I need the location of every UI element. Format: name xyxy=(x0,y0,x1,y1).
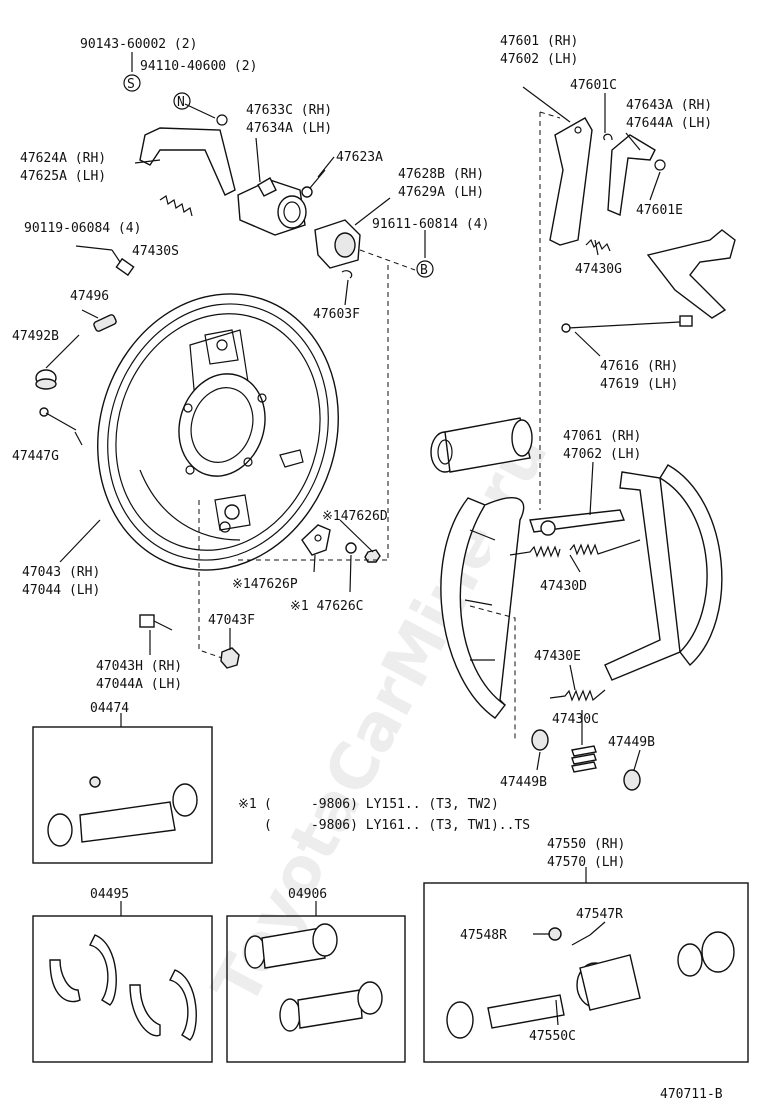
label-47625a: 47625A (LH) xyxy=(20,169,106,184)
label-47043h: 47043H (RH) xyxy=(96,659,182,674)
spring-47430g xyxy=(585,238,611,252)
footnotes: ※1 ( -9806) LY151.. (T3, TW2) ( -9806) L… xyxy=(238,797,530,833)
label-47449b-left: 47449B xyxy=(500,775,547,790)
backing-plate xyxy=(97,293,339,571)
wheel-cylinder-boot-assembly xyxy=(237,177,307,236)
label-47626c: ※1 47626C xyxy=(290,599,364,614)
label-90119: 90119-06084 (4) xyxy=(24,221,141,236)
label-47430d: 47430D xyxy=(540,579,587,594)
parking-lever-47616 xyxy=(646,229,736,319)
mark-s: S xyxy=(127,77,135,92)
label-47430e: 47430E xyxy=(534,649,581,664)
kit-47550-cylinder xyxy=(446,927,735,1039)
label-94110: 94110-40600 (2) xyxy=(140,59,257,74)
brake-shoe-rear xyxy=(604,464,723,681)
parking-lever-bracket xyxy=(139,114,236,196)
label-47616: 47616 (RH) xyxy=(600,359,678,374)
label-47044a: 47044A (LH) xyxy=(96,677,182,692)
mark-n-circle xyxy=(173,92,191,110)
label-47570: 47570 (LH) xyxy=(547,855,625,870)
label-47603f: 47603F xyxy=(313,307,360,322)
pin-47447g xyxy=(39,407,77,431)
bolt-90119 xyxy=(111,249,135,277)
label-47548r: 47548R xyxy=(460,928,507,943)
label-47061: 47061 (RH) xyxy=(563,429,641,444)
label-47629a: 47629A (LH) xyxy=(398,185,484,200)
label-47430c: 47430C xyxy=(552,712,599,727)
diagram-id: 470711-B xyxy=(660,1087,723,1102)
nut-47626d xyxy=(364,549,381,563)
leader-lines xyxy=(45,52,661,1026)
label-47643a: 47643A (RH) xyxy=(626,98,712,113)
label-47633c: 47633C (RH) xyxy=(246,103,332,118)
kit-04495-shoes xyxy=(49,934,197,1041)
label-47043f: 47043F xyxy=(208,613,255,628)
label-47624a: 47624A (RH) xyxy=(20,151,106,166)
mark-n: N xyxy=(177,95,185,110)
label-47550: 47550 (RH) xyxy=(547,837,625,852)
label-47447g: 47447G xyxy=(12,449,59,464)
label-47626d: ※147626D xyxy=(322,509,388,524)
label-47043: 47043 (RH) xyxy=(22,565,100,580)
label-47547r: 47547R xyxy=(576,907,623,922)
label-04906: 04906 xyxy=(288,887,327,902)
bleeder-plug xyxy=(301,169,326,198)
kit-box-04474 xyxy=(32,726,213,864)
label-47430s: 47430S xyxy=(132,244,179,259)
spring-47430d xyxy=(509,539,641,559)
grommet-47492b xyxy=(35,369,57,390)
label-91611: 91611-60814 (4) xyxy=(372,217,489,232)
lever-47626p xyxy=(301,524,331,556)
label-47601c: 47601C xyxy=(570,78,617,93)
label-47550c: 47550C xyxy=(529,1029,576,1044)
label-47626p: ※147626P xyxy=(232,577,298,592)
washer-47626c xyxy=(345,542,357,554)
clip-47601c xyxy=(603,133,613,141)
parking-brake-lever xyxy=(549,117,593,246)
label-90143: 90143-60002 (2) xyxy=(80,37,197,52)
mark-s-circle xyxy=(123,74,141,92)
label-47492b: 47492B xyxy=(12,329,59,344)
footnote-mark: ※1 xyxy=(238,797,257,812)
label-47449b-right: 47449B xyxy=(608,735,655,750)
spring-47430s xyxy=(159,195,193,217)
adjuster-47061 xyxy=(529,509,625,536)
cup-47449b-right xyxy=(623,769,641,791)
spring-47430e xyxy=(549,689,606,702)
label-04474: 04474 xyxy=(90,701,129,716)
label-47602: 47602 (LH) xyxy=(500,52,578,67)
footnote-line-2: ( -9806) LY161.. (T3, TW1)..TS xyxy=(264,818,530,833)
kit-04474-cylinder xyxy=(47,776,198,847)
plug-47496 xyxy=(93,314,117,332)
callout-labels: 90143-60002 (2) 94110-40600 (2) 47624A (… xyxy=(12,34,712,1044)
label-47619: 47619 (LH) xyxy=(600,377,678,392)
mark-b: B xyxy=(420,263,428,278)
label-47628b: 47628B (RH) xyxy=(398,167,484,182)
cup-47449b-left xyxy=(531,729,549,751)
label-47601e: 47601E xyxy=(636,203,683,218)
brake-shoe-front xyxy=(440,497,525,719)
adjusting-lever xyxy=(607,134,666,216)
mark-b-circle xyxy=(416,260,434,278)
kit-04906-cylinders xyxy=(244,923,383,1032)
label-47623a: 47623A xyxy=(336,150,383,165)
label-04495: 04495 xyxy=(90,887,129,902)
cable-47616 xyxy=(561,315,693,333)
cylinder-cap xyxy=(314,219,361,279)
label-47634a: 47634A (LH) xyxy=(246,121,332,136)
spring-47430c xyxy=(571,745,597,773)
nut-47043f xyxy=(220,647,240,669)
wheel-cylinder-exploded xyxy=(430,417,533,473)
footnote-line-1: ( -9806) LY151.. (T3, TW2) xyxy=(264,797,499,812)
kit-box-04495 xyxy=(32,915,213,1063)
label-47430g: 47430G xyxy=(575,262,622,277)
label-47062: 47062 (LH) xyxy=(563,447,641,462)
bolt-47043h xyxy=(139,614,173,631)
label-47601: 47601 (RH) xyxy=(500,34,578,49)
label-47644a: 47644A (LH) xyxy=(626,116,712,131)
label-47496: 47496 xyxy=(70,289,109,304)
label-47044: 47044 (LH) xyxy=(22,583,100,598)
